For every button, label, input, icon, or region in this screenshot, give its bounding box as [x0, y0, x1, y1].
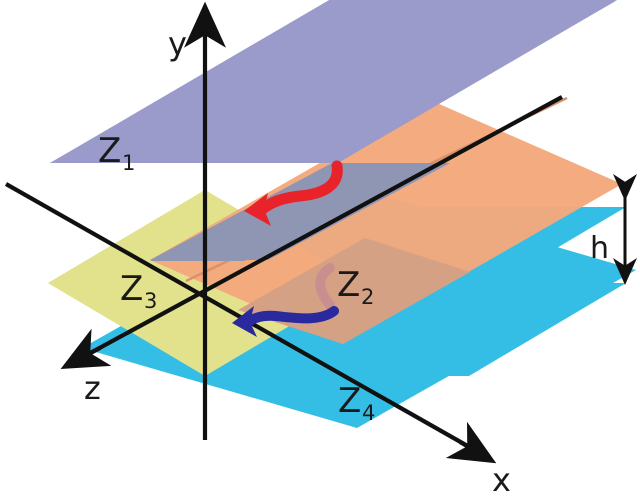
- plane-labels: Z 1 Z 2 Z 3 Z 4: [98, 131, 375, 425]
- blue-arrow-hidden-tail: [315, 263, 335, 310]
- height-marker-label: h: [590, 231, 609, 266]
- red-flow-arrow: [244, 160, 343, 226]
- axis-z-line: [68, 95, 564, 366]
- plane-z2-subscript: 2: [361, 285, 374, 309]
- plane-z2-label: Z: [337, 265, 360, 305]
- plane-z3-subscript: 3: [144, 289, 157, 313]
- blue-flow-arrow: [232, 306, 339, 337]
- plane-z4-subscript: 4: [362, 401, 375, 425]
- axis-z-label: z: [84, 369, 101, 407]
- axis-x-label: x: [492, 461, 511, 499]
- plane-z3-label: Z: [120, 269, 143, 309]
- axis-labels: y x z: [84, 25, 511, 499]
- plane-z1-subscript: 1: [122, 151, 135, 175]
- axis-arrowheads: [60, 1, 497, 464]
- plane-z1-label: Z: [98, 131, 121, 171]
- axis-y-label: y: [168, 25, 187, 63]
- plane-z1-sheet: [50, 0, 618, 261]
- plane-z4-label: Z: [338, 381, 361, 421]
